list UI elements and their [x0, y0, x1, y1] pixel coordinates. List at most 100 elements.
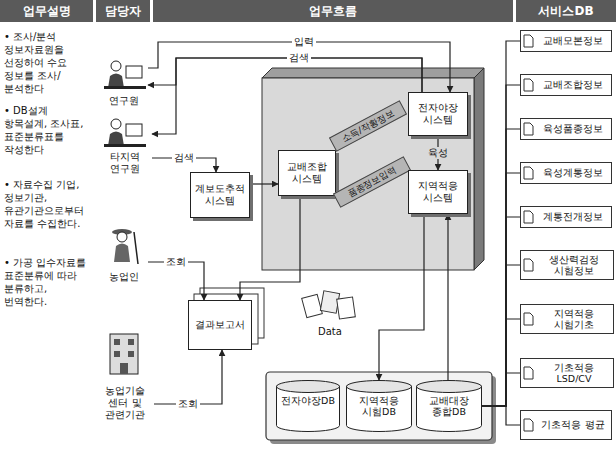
service-db-item: 기초적응 LSD/CV: [520, 358, 614, 388]
building-window: [128, 351, 134, 357]
data-caption: Data: [318, 325, 342, 338]
person-head: [111, 61, 121, 71]
person-body: [108, 74, 124, 89]
person-icon-label: 농업기술 센터 및 관련기관: [96, 328, 154, 422]
person-icon-label: 타지역 연구원: [98, 116, 152, 176]
service-db-item: 기초적응 평균: [520, 410, 612, 440]
person-icon-label-text: 연구원: [109, 95, 139, 107]
flow-banner-text: 품종정보입력: [346, 165, 399, 200]
column-header-text: 업무흐름: [309, 4, 357, 18]
person-body: [108, 132, 124, 147]
service-db-item: 교배모본정보: [520, 30, 612, 52]
database-cylinder-text: 전자야장DB: [281, 395, 335, 406]
data-paper: [337, 297, 356, 319]
service-db-item-text: 육성품종정보: [543, 123, 603, 134]
building-window: [114, 339, 120, 345]
column-header-text: 담당자: [105, 4, 141, 18]
column-header: 업무흐름: [153, 0, 513, 22]
system-box: 교배조합 시스템: [278, 150, 336, 196]
system-box-text: 교배조합 시스템: [282, 161, 332, 185]
service-db-item: 계통전개정보: [520, 206, 612, 228]
db-item-icon: [524, 259, 533, 271]
flow-connector: [379, 214, 424, 380]
connector-label: 육성: [426, 147, 450, 159]
flow-connector: [482, 217, 520, 406]
db-item-icon: [524, 313, 533, 325]
farmer-body: [114, 244, 130, 263]
service-db-item-text: 기초적응 평균: [541, 419, 604, 430]
service-db-item: 교배조합정보: [520, 74, 612, 96]
cylinder-top: [277, 381, 340, 393]
flow-connector: [482, 406, 520, 425]
service-db-item: 육성품종정보: [520, 118, 612, 140]
flow-connector: [482, 129, 520, 406]
service-db-item-text: 생산력검정 시험정보: [537, 254, 611, 277]
db-item-icon: [524, 167, 533, 179]
flow-connector: [482, 319, 520, 406]
person-icon-label: 연구원: [100, 58, 148, 108]
flow-connector: [482, 85, 520, 406]
service-db-item-text: 교배모본정보: [543, 35, 603, 46]
system-block-top: [262, 68, 484, 78]
flow-connector: [250, 183, 278, 184]
service-db-item-text: 기초적응 LSD/CV: [537, 362, 611, 385]
system-box: 지역적응 시스템: [408, 170, 468, 214]
system-box: 전자야장 시스템: [408, 92, 468, 136]
column-header-text: 업무설명: [23, 4, 71, 18]
cylinder-top: [417, 381, 482, 393]
column-header-text: 서비스DB: [538, 4, 593, 18]
desk: [104, 86, 146, 89]
service-db-item-text: 육성계통정보: [543, 167, 603, 178]
connector-label: 조회: [176, 398, 200, 410]
service-db-item: 생산력검정 시험정보: [520, 250, 614, 280]
report-document-text: 결과보고서: [195, 319, 245, 331]
db-item-icon: [524, 123, 533, 135]
service-db-item: 지역적응 시험기초: [520, 304, 614, 334]
flow-connector: [482, 373, 520, 406]
person-icon-label-text: 타지역 연구원: [99, 151, 151, 175]
building: [110, 334, 138, 374]
task-description: • 가공 입수자료를 표준분류에 따라 분류하고, 번역한다.: [4, 256, 92, 308]
db-block: [266, 372, 492, 440]
service-db-item: 육성계통정보: [520, 162, 612, 184]
system-box: 계보도추적 시스템: [190, 172, 250, 218]
db-item-icon: [524, 419, 533, 431]
person-icon-label: 농업인: [100, 224, 148, 284]
database-cylinder-text: 교배대장 종합DB: [418, 395, 480, 418]
connector-label: 검색: [172, 152, 196, 164]
connector-label: 입력: [292, 36, 316, 48]
task-description: • 자료수집 기업, 정보기관, 유관기관으로부터 자료를 수집한다.: [4, 178, 92, 230]
service-db-item-text: 계통전개정보: [543, 211, 603, 222]
db-item-icon: [524, 35, 533, 47]
database-cylinder-text: 지역적응 시험DB: [348, 395, 410, 418]
flow-connector: [148, 58, 422, 92]
building-door: [120, 363, 128, 374]
system-block: [262, 78, 474, 270]
service-db-item-text: 지역적응 시험기초: [537, 308, 611, 331]
flow-connector: [148, 42, 450, 92]
report-document: 결과보고서: [188, 300, 252, 350]
task-description: • DB설계 항목설계, 조사표, 표준분류표를 작성한다: [4, 104, 92, 156]
connector-label: 검색: [287, 52, 311, 64]
database-cylinder: 전자야장DB: [276, 380, 340, 432]
service-db-item-text: 교배조합정보: [543, 79, 603, 90]
task-description: • 조사/분석 정보자료원을 선정하여 수요 정보를 조사/분석한다: [4, 30, 92, 95]
column-header: 업무설명: [0, 0, 93, 22]
db-item-icon: [524, 367, 533, 379]
db-item-icon: [524, 79, 533, 91]
system-box-text: 지역적응 시스템: [412, 180, 464, 204]
flow-connector: [154, 350, 222, 404]
system-box-text: 전자야장 시스템: [412, 102, 464, 126]
person-icon-label-text: 농업인: [109, 271, 139, 283]
flow-banner: 품종정보입력: [333, 156, 411, 208]
computer-monitor: [126, 66, 142, 78]
flow-connector: [482, 41, 520, 406]
cylinder-top: [347, 381, 412, 393]
flow-connector: [447, 214, 448, 380]
db-item-icon: [524, 211, 533, 223]
data-paper: [302, 294, 323, 317]
database-cylinder: 교배대장 종합DB: [416, 380, 482, 432]
flow-connector: [482, 265, 520, 406]
column-header: 서비스DB: [516, 0, 616, 22]
system-block-side: [474, 68, 484, 270]
